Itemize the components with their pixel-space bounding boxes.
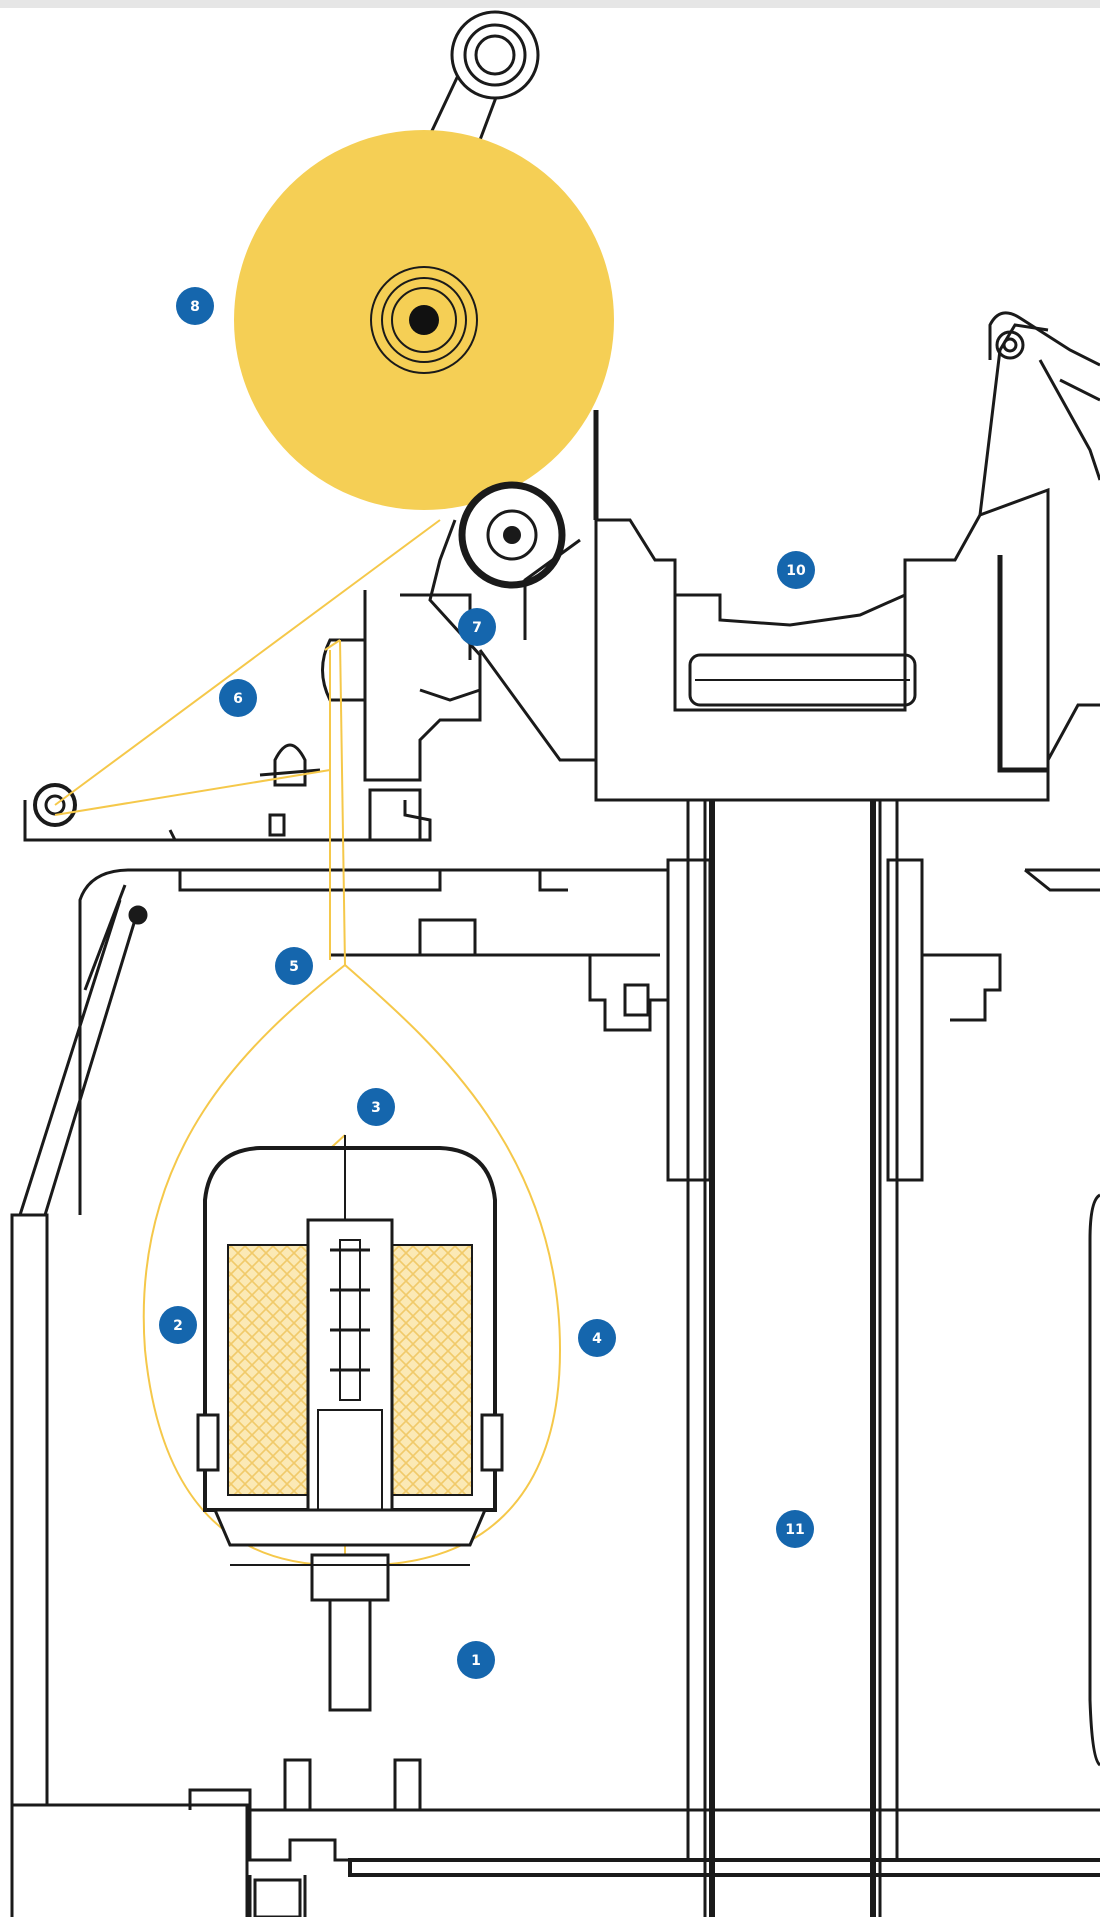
- callout-4-label: 4: [592, 1331, 602, 1347]
- callout-5-label: 5: [289, 959, 299, 975]
- trough-roller: [688, 653, 917, 707]
- callout-10-label: 10: [786, 563, 806, 579]
- callout-3-label: 3: [371, 1100, 381, 1116]
- top-edge-bar: [0, 0, 1100, 8]
- right-arm: [988, 311, 1100, 481]
- callout-1-label: 1: [471, 1653, 481, 1669]
- callout-8: 8: [176, 287, 214, 325]
- callout-3: 3: [357, 1088, 395, 1126]
- callout-7: 7: [458, 608, 496, 646]
- callout-4: 4: [578, 1319, 616, 1357]
- yarn-package: [234, 130, 614, 510]
- callout-1: 1: [457, 1641, 495, 1679]
- top-arm: [428, 10, 540, 141]
- central-column: [666, 798, 924, 1917]
- machine-base: [10, 1758, 1100, 1917]
- upper-deck: [78, 868, 1100, 1215]
- callout-11: 11: [776, 1510, 814, 1548]
- callout-10: 10: [777, 551, 815, 589]
- callout-8-label: 8: [190, 299, 200, 315]
- callout-2-label: 2: [173, 1318, 183, 1334]
- callout-6: 6: [219, 679, 257, 717]
- drive-roller: [458, 481, 566, 589]
- upper-frame: [594, 323, 1100, 802]
- right-partial-spindle: [1088, 1193, 1100, 1767]
- guide-housing: [363, 519, 596, 842]
- callout-2: 2: [159, 1306, 197, 1344]
- callout-7-label: 7: [472, 620, 482, 636]
- spindle-assembly: [196, 1135, 504, 1712]
- callout-11-label: 11: [785, 1522, 804, 1538]
- callout-5: 5: [275, 947, 313, 985]
- callout-6-label: 6: [233, 691, 243, 707]
